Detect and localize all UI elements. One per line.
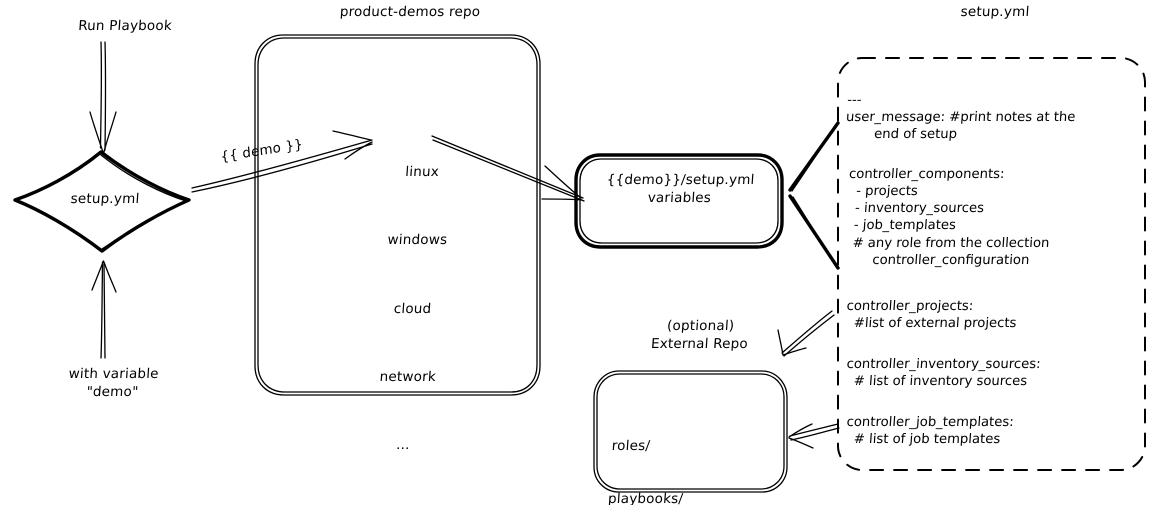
- repo-item: windows: [386, 232, 448, 249]
- arrow-projects-to-extrepo: [777, 310, 835, 357]
- repo-item: linux: [404, 163, 440, 180]
- setup-yml-title: setup.yml: [960, 4, 1030, 20]
- repo-item: ...: [395, 437, 411, 454]
- external-repo-item: playbooks/: [607, 490, 684, 505]
- connector-setupyml-to-vars: [788, 121, 840, 270]
- arrow-demo-to-linux: [191, 130, 373, 193]
- run-playbook-label: Run Playbook: [77, 18, 173, 34]
- vars-box-label: {{demo}}/setup.yml variables: [606, 172, 756, 206]
- repo-item: cloud: [393, 300, 432, 317]
- setup-yml-head-block: --- user_message: #print notes at the en…: [844, 93, 1076, 143]
- arrow-jobtemplates-to-extrepo: [788, 423, 840, 449]
- with-variable-label: with variable "demo": [68, 366, 160, 400]
- vars-box: [574, 153, 784, 249]
- arrow-linux-to-vars: [431, 135, 585, 202]
- arrow-with-variable: [91, 260, 117, 359]
- setup-yml-controller-inventory-sources-block: controller_inventory_sources: # list of …: [844, 357, 1042, 390]
- arrow-run-playbook: [89, 41, 117, 153]
- setup-yml-controller-projects-block: controller_projects: #list of external p…: [844, 299, 1017, 332]
- repo-item: network: [379, 368, 437, 385]
- setup-yml-controller-components-block: controller_components: - projects - inve…: [842, 167, 1050, 268]
- external-repo-item-list: roles/ playbooks/ ....: [601, 402, 745, 505]
- repo-box: [254, 34, 541, 396]
- external-repo-item: roles/: [611, 437, 651, 454]
- setup-yml-dashed-box: [837, 57, 1146, 471]
- decision-diamond-setup-yml: [13, 150, 191, 253]
- repo-title-label: product-demos repo: [339, 4, 481, 20]
- external-repo-title: (optional) External Repo: [650, 318, 749, 352]
- setup-yml-controller-job-templates-block: controller_job_templates: # list of job …: [844, 415, 1015, 448]
- external-repo-box: [593, 370, 788, 493]
- setup-yml-diamond-label: setup.yml: [70, 191, 140, 207]
